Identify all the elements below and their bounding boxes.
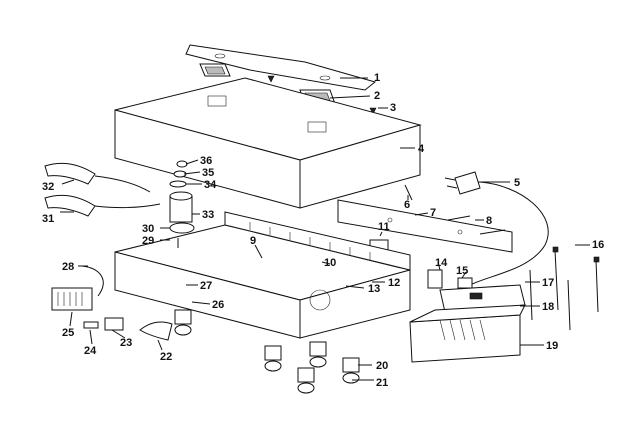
label-28: 28	[62, 261, 74, 273]
part-front-connector	[51, 287, 93, 311]
label-21: 21	[376, 377, 388, 389]
part-socket	[427, 269, 443, 289]
label-12: 12	[388, 277, 400, 289]
part-panel-screws	[447, 215, 506, 235]
label-22: 22	[160, 351, 172, 363]
label-24: 24	[84, 345, 97, 357]
label-16: 16	[592, 239, 604, 251]
label-6: 6	[404, 199, 410, 211]
part-pcb	[439, 284, 526, 313]
part-pin	[404, 184, 413, 201]
label-34: 34	[204, 179, 217, 191]
label-7: 7	[430, 207, 436, 219]
label-30: 30	[142, 223, 154, 235]
part-clamp-cables	[44, 162, 161, 217]
label-35: 35	[202, 167, 214, 179]
part-power-plug	[444, 171, 549, 286]
label-1: 1	[374, 72, 380, 84]
label-18: 18	[542, 301, 554, 313]
label-25: 25	[62, 327, 74, 339]
part-cover-box	[114, 77, 422, 209]
label-32: 32	[42, 181, 54, 193]
part-wire	[81, 265, 104, 297]
part-chassis	[114, 211, 411, 339]
label-2: 2	[374, 90, 380, 102]
label-11: 11	[378, 221, 390, 233]
part-shell	[139, 321, 173, 341]
part-rods	[529, 246, 600, 331]
label-3: 3	[390, 102, 396, 114]
label-10: 10	[324, 257, 336, 269]
label-36: 36	[200, 155, 212, 167]
part-cylinder-stack	[169, 160, 193, 223]
label-27: 27	[200, 280, 212, 292]
part-clip	[104, 317, 124, 331]
part-connector	[457, 277, 473, 289]
label-20: 20	[376, 360, 388, 372]
label-31: 31	[42, 213, 54, 225]
label-19: 19	[546, 340, 558, 352]
label-4: 4	[418, 143, 425, 155]
label-33: 33	[202, 209, 214, 221]
part-feet	[174, 309, 360, 394]
part-transformer	[409, 304, 526, 363]
label-8: 8	[486, 215, 492, 227]
label-29: 29	[142, 235, 154, 247]
label-17: 17	[542, 277, 554, 289]
label-23: 23	[120, 337, 132, 349]
part-small-plate	[83, 321, 99, 329]
part-rear-panel	[337, 199, 513, 253]
label-13: 13	[368, 283, 380, 295]
label-14: 14	[435, 257, 448, 269]
label-5: 5	[514, 177, 520, 189]
leader-lines	[60, 77, 590, 381]
part-labels: 1 2 3 4 5 6 7 8 9 10 11 12 13 14 15 16 1…	[42, 72, 604, 389]
label-15: 15	[456, 265, 468, 277]
part-washer	[169, 222, 195, 234]
label-26: 26	[212, 299, 224, 311]
label-9: 9	[250, 235, 256, 247]
part-top-plate	[185, 44, 377, 91]
